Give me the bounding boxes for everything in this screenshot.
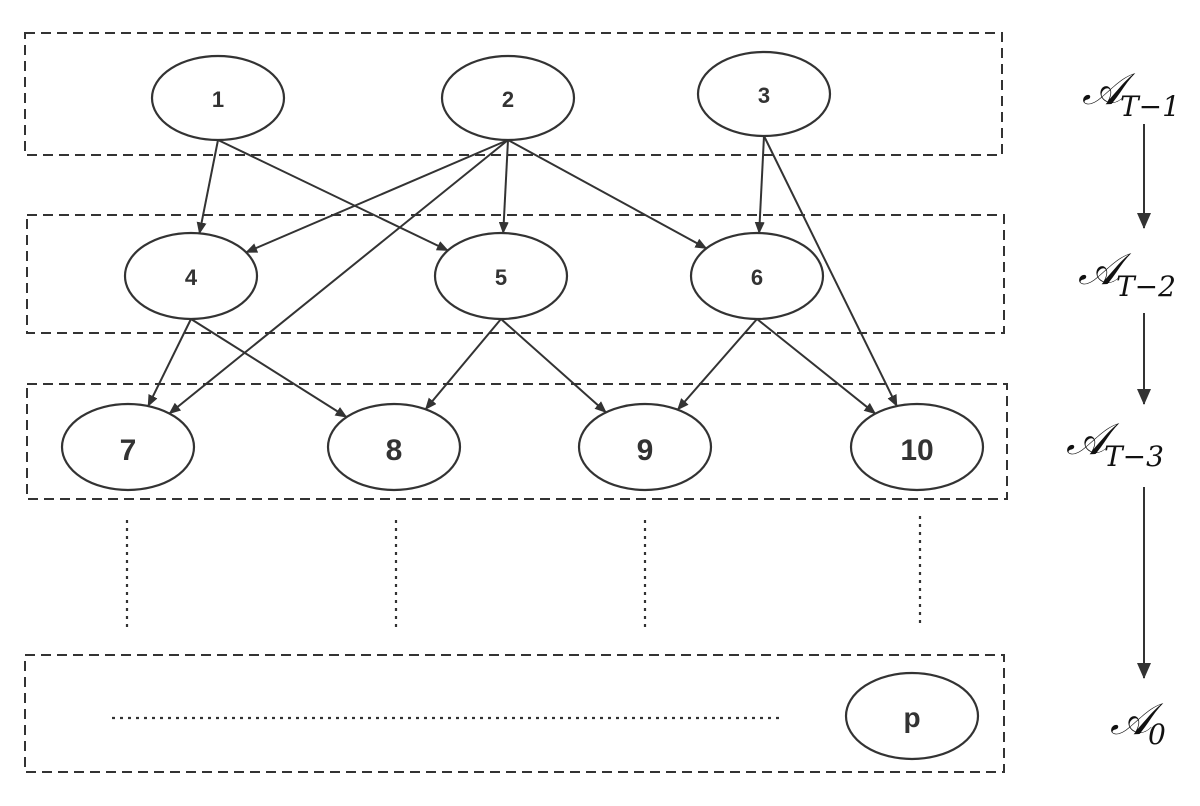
edge-6-to-10 bbox=[756, 318, 877, 415]
node-10-label: 10 bbox=[900, 434, 933, 467]
level-label-third-sub: T−3 bbox=[1104, 440, 1164, 473]
edge-2-to-7 bbox=[168, 139, 509, 415]
node-p-label: p bbox=[903, 702, 920, 733]
node-4-label: 4 bbox=[185, 265, 198, 290]
edge-4-to-7 bbox=[147, 318, 192, 407]
edge-5-to-9 bbox=[500, 318, 607, 414]
edge-3-to-10 bbox=[763, 135, 898, 407]
edge-6-to-9 bbox=[676, 318, 758, 411]
node-5-label: 5 bbox=[495, 265, 507, 290]
node-7: 7 bbox=[60, 402, 196, 492]
edge-2-to-6 bbox=[507, 139, 708, 250]
level-label-bottom-sub: 0 bbox=[1148, 718, 1166, 751]
edge-2-to-4 bbox=[245, 139, 509, 254]
layer-box-third bbox=[26, 383, 1008, 500]
node-1: 1 bbox=[150, 54, 286, 142]
node-10: 10 bbox=[849, 402, 985, 492]
node-7-label: 7 bbox=[120, 434, 137, 467]
level-label-bottom: 𝒜 0 bbox=[1110, 694, 1166, 751]
level-label-top-sub: T−1 bbox=[1120, 90, 1180, 123]
node-6-label: 6 bbox=[751, 265, 763, 290]
node-3: 3 bbox=[696, 50, 832, 138]
edge-4-to-8 bbox=[190, 318, 348, 418]
node-5: 5 bbox=[433, 231, 569, 321]
node-2-label: 2 bbox=[502, 87, 514, 112]
node-p: p bbox=[844, 671, 980, 761]
node-group: 1 2 3 4 5 6 7 8 bbox=[60, 50, 985, 761]
edge-3-to-6 bbox=[754, 135, 765, 235]
node-1-label: 1 bbox=[212, 87, 224, 112]
edge-2-to-5 bbox=[498, 139, 509, 235]
node-9-label: 9 bbox=[637, 434, 654, 467]
edge-group bbox=[147, 135, 898, 418]
edge-5-to-8 bbox=[424, 318, 502, 411]
layer-box-second bbox=[26, 214, 1005, 334]
node-8-label: 8 bbox=[386, 434, 403, 467]
node-4: 4 bbox=[123, 231, 259, 321]
level-label-second: 𝒜 T−2 bbox=[1078, 244, 1176, 303]
level-label-third: 𝒜 T−3 bbox=[1066, 414, 1164, 473]
layer-box-top bbox=[24, 32, 1003, 156]
node-9: 9 bbox=[577, 402, 713, 492]
node-3-label: 3 bbox=[758, 83, 770, 108]
level-label-top: 𝒜 T−1 bbox=[1082, 64, 1180, 123]
edge-1-to-4 bbox=[196, 139, 219, 235]
level-label-second-sub: T−2 bbox=[1116, 270, 1176, 303]
edge-1-to-5 bbox=[217, 139, 449, 252]
node-8: 8 bbox=[326, 402, 462, 492]
node-2: 2 bbox=[440, 54, 576, 142]
layer-box-bottom bbox=[24, 654, 1005, 773]
node-6: 6 bbox=[689, 231, 825, 321]
